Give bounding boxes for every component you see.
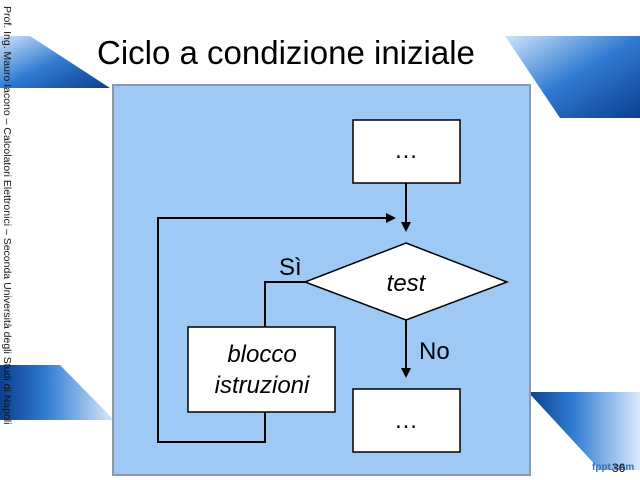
body-box-label-line2: istruzioni (215, 372, 310, 399)
swoosh-top-right (505, 36, 640, 118)
true-branch-label: Sì (279, 254, 302, 281)
swoosh-top-left (0, 36, 110, 88)
top-process-box (352, 119, 461, 184)
brand-mark: fppt.com (592, 462, 635, 473)
test-label: test (387, 270, 427, 297)
top-box-label: … (394, 137, 418, 164)
body-process-box (187, 326, 336, 413)
body-box-label-line1: blocco (227, 341, 296, 368)
slide-number: 36 (612, 461, 626, 475)
swoosh-bottom-right (528, 392, 640, 470)
slide-title: Ciclo a condizione iniziale (97, 34, 475, 71)
bottom-process-box (352, 388, 461, 453)
false-branch-label: No (419, 338, 450, 365)
flow-true-branch (264, 281, 305, 327)
swoosh-bottom-left (0, 365, 114, 420)
bottom-box-label: … (394, 407, 418, 434)
flow-loop-back (157, 213, 396, 443)
